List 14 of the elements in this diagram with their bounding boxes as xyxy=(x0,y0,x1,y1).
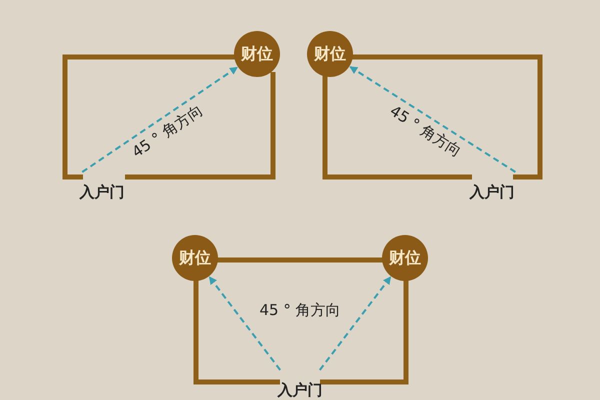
circle-label: 财位 xyxy=(234,31,280,77)
arrow xyxy=(82,66,238,173)
circle-label: 财位 xyxy=(172,235,218,281)
angle-label: 45 ° 角方向 xyxy=(260,300,341,320)
door-label: 入户门 xyxy=(470,183,514,202)
arrow xyxy=(208,276,281,371)
edge-label: 45 ° 角方向 xyxy=(386,101,465,162)
door-label: 入户门 xyxy=(80,183,124,202)
circle-label: 财位 xyxy=(307,31,353,77)
circle-label: 财位 xyxy=(382,235,428,281)
arrow xyxy=(319,276,392,371)
arrow xyxy=(349,66,516,173)
door-label: 入户门 xyxy=(278,381,322,400)
edge-label: 45 ° 角方向 xyxy=(128,100,206,162)
